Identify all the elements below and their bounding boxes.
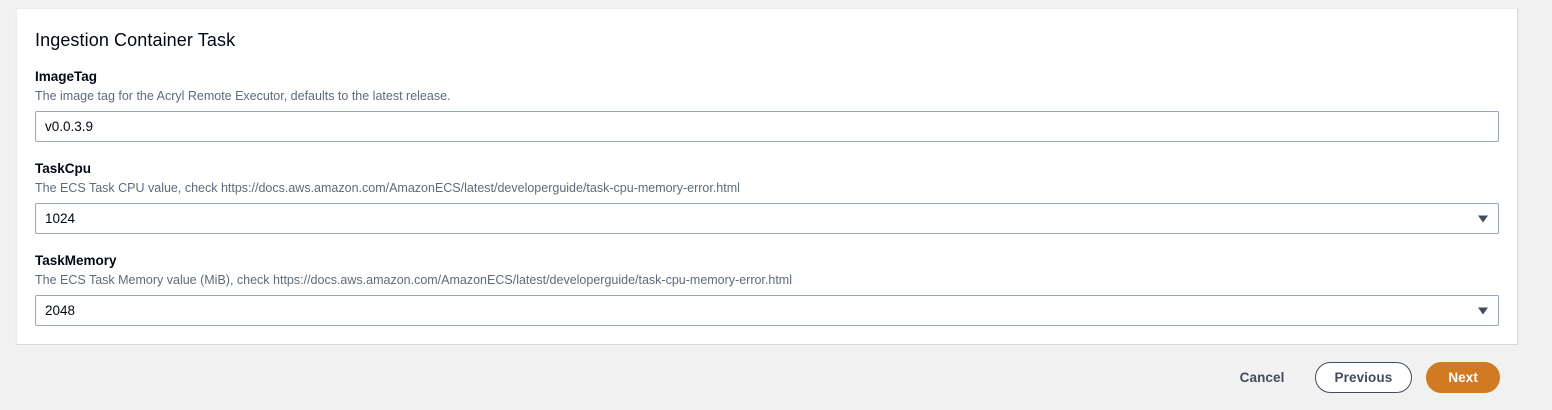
imagetag-input-value: v0.0.3.9 [45,119,94,134]
taskmemory-select[interactable]: 2048 [35,295,1499,326]
wizard-footer: Cancel Previous Next [0,345,1552,410]
field-description-taskcpu: The ECS Task CPU value, check https://do… [35,181,740,195]
form-field-taskcpu: TaskCpu The ECS Task CPU value, check ht… [35,160,1499,234]
form-field-imagetag: ImageTag The image tag for the Acryl Rem… [35,68,1499,142]
form-panel-body: Ingestion Container Task ImageTag The im… [17,9,1517,326]
cancel-button[interactable]: Cancel [1228,363,1297,393]
field-label-taskmemory: TaskMemory [35,253,117,268]
field-description-imagetag: The image tag for the Acryl Remote Execu… [35,89,451,103]
imagetag-input[interactable]: v0.0.3.9 [35,111,1499,142]
form-field-taskmemory: TaskMemory The ECS Task Memory value (Mi… [35,252,1499,326]
field-label-taskcpu: TaskCpu [35,161,92,176]
chevron-down-icon[interactable] [1478,307,1488,314]
form-panel: Ingestion Container Task ImageTag The im… [16,8,1518,345]
taskmemory-select-value: 2048 [45,303,76,318]
field-description-taskmemory: The ECS Task Memory value (MiB), check h… [35,273,792,287]
taskcpu-select[interactable]: 1024 [35,203,1499,234]
chevron-down-icon[interactable] [1478,215,1488,222]
field-label-imagetag: ImageTag [35,69,98,84]
taskcpu-select-value: 1024 [45,211,76,226]
previous-button[interactable]: Previous [1314,362,1413,393]
section-title: Ingestion Container Task [35,30,236,50]
next-button[interactable]: Next [1426,362,1500,393]
